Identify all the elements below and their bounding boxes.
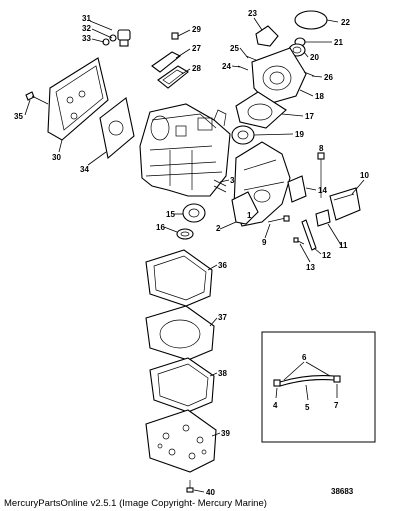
callout-1[interactable]: 1: [247, 211, 252, 220]
crankcase-block[interactable]: [139, 103, 231, 197]
leader-lines: [24, 17, 365, 493]
callout-23[interactable]: 23: [248, 9, 257, 18]
callout-12[interactable]: 12: [322, 251, 331, 260]
screw-part-13[interactable]: [293, 237, 305, 245]
callout-16[interactable]: 16: [156, 223, 165, 232]
gasket-part-38[interactable]: [149, 357, 215, 413]
callout-9[interactable]: 9: [262, 238, 267, 247]
callout-33[interactable]: 33: [82, 34, 91, 43]
screw-part-3[interactable]: [213, 179, 227, 193]
callout-20[interactable]: 20: [310, 53, 319, 62]
fitting-part-31[interactable]: [117, 29, 131, 47]
link-part-12[interactable]: [301, 219, 317, 251]
bearing-part-19[interactable]: [231, 125, 255, 145]
callout-4[interactable]: 4: [273, 401, 278, 410]
gasket-part-37[interactable]: [145, 305, 215, 361]
callout-31[interactable]: 31: [82, 14, 91, 23]
callout-18[interactable]: 18: [315, 92, 324, 101]
callout-39[interactable]: 39: [221, 429, 230, 438]
gasket-part-11[interactable]: [315, 209, 331, 227]
callout-13[interactable]: 13: [306, 263, 315, 272]
callout-27[interactable]: 27: [192, 44, 201, 53]
callout-15[interactable]: 15: [166, 210, 175, 219]
gasket-part-17[interactable]: [235, 91, 287, 129]
gasket-part-14[interactable]: [287, 175, 307, 203]
plate-part-27[interactable]: [151, 51, 182, 73]
callout-14[interactable]: 14: [318, 186, 327, 195]
callout-30[interactable]: 30: [52, 153, 61, 162]
callout-32[interactable]: 32: [82, 24, 91, 33]
clamp-part-7[interactable]: [333, 375, 341, 383]
callout-36[interactable]: 36: [218, 261, 227, 270]
callout-2[interactable]: 2: [216, 224, 221, 233]
callout-7[interactable]: 7: [334, 401, 339, 410]
housing-part-18[interactable]: [251, 47, 307, 105]
o-ring-part-22[interactable]: [294, 10, 328, 30]
washer-part-32[interactable]: [109, 34, 117, 42]
cover-part-39[interactable]: [145, 409, 217, 473]
callout-21[interactable]: 21: [334, 38, 343, 47]
callout-3[interactable]: 3: [230, 176, 235, 185]
callout-38[interactable]: 38: [218, 369, 227, 378]
seal-part-16[interactable]: [176, 228, 194, 240]
callout-22[interactable]: 22: [341, 18, 350, 27]
callout-24[interactable]: 24: [222, 62, 231, 71]
gasket-part-36[interactable]: [145, 249, 213, 307]
cap-part-23[interactable]: [255, 25, 279, 47]
figure-number: 38683: [331, 487, 354, 496]
callout-17[interactable]: 17: [305, 112, 314, 121]
gasket-part-34[interactable]: [99, 97, 135, 160]
callout-35[interactable]: 35: [14, 112, 23, 121]
screw-part-29[interactable]: [171, 32, 179, 40]
callout-40[interactable]: 40: [206, 488, 215, 497]
callout-26[interactable]: 26: [324, 73, 333, 82]
callout-34[interactable]: 34: [80, 165, 89, 174]
callout-10[interactable]: 10: [360, 171, 369, 180]
bolt-part-35[interactable]: [25, 91, 49, 105]
callout-labels: 31 32 33 29 27 28 23 22 21 20 25 24 26 1…: [14, 9, 369, 497]
screw-part-26[interactable]: [303, 71, 315, 77]
screw-part-40[interactable]: [186, 480, 194, 493]
bracket-part-2[interactable]: [231, 191, 259, 225]
callout-29[interactable]: 29: [192, 25, 201, 34]
bolt-part-8[interactable]: [317, 152, 325, 198]
clamp-part-4[interactable]: [273, 379, 281, 387]
hose-part-5[interactable]: [279, 375, 335, 387]
callout-25[interactable]: 25: [230, 44, 239, 53]
screw-part-25[interactable]: [245, 55, 257, 61]
plate-part-10[interactable]: [329, 187, 361, 221]
inset-box: [261, 331, 376, 443]
bearing-part-15[interactable]: [182, 203, 206, 223]
callout-5[interactable]: 5: [305, 403, 310, 412]
cover-plate-part-30[interactable]: [47, 57, 109, 141]
callout-28[interactable]: 28: [192, 64, 201, 73]
callout-11[interactable]: 11: [339, 241, 348, 250]
screw-part-9[interactable]: [267, 215, 290, 223]
callout-19[interactable]: 19: [295, 130, 304, 139]
callout-8[interactable]: 8: [319, 144, 324, 153]
callout-37[interactable]: 37: [218, 313, 227, 322]
copyright-footer: MercuryPartsOnline v2.5.1 (Image Copyrig…: [4, 498, 267, 509]
callout-6[interactable]: 6: [302, 353, 307, 362]
